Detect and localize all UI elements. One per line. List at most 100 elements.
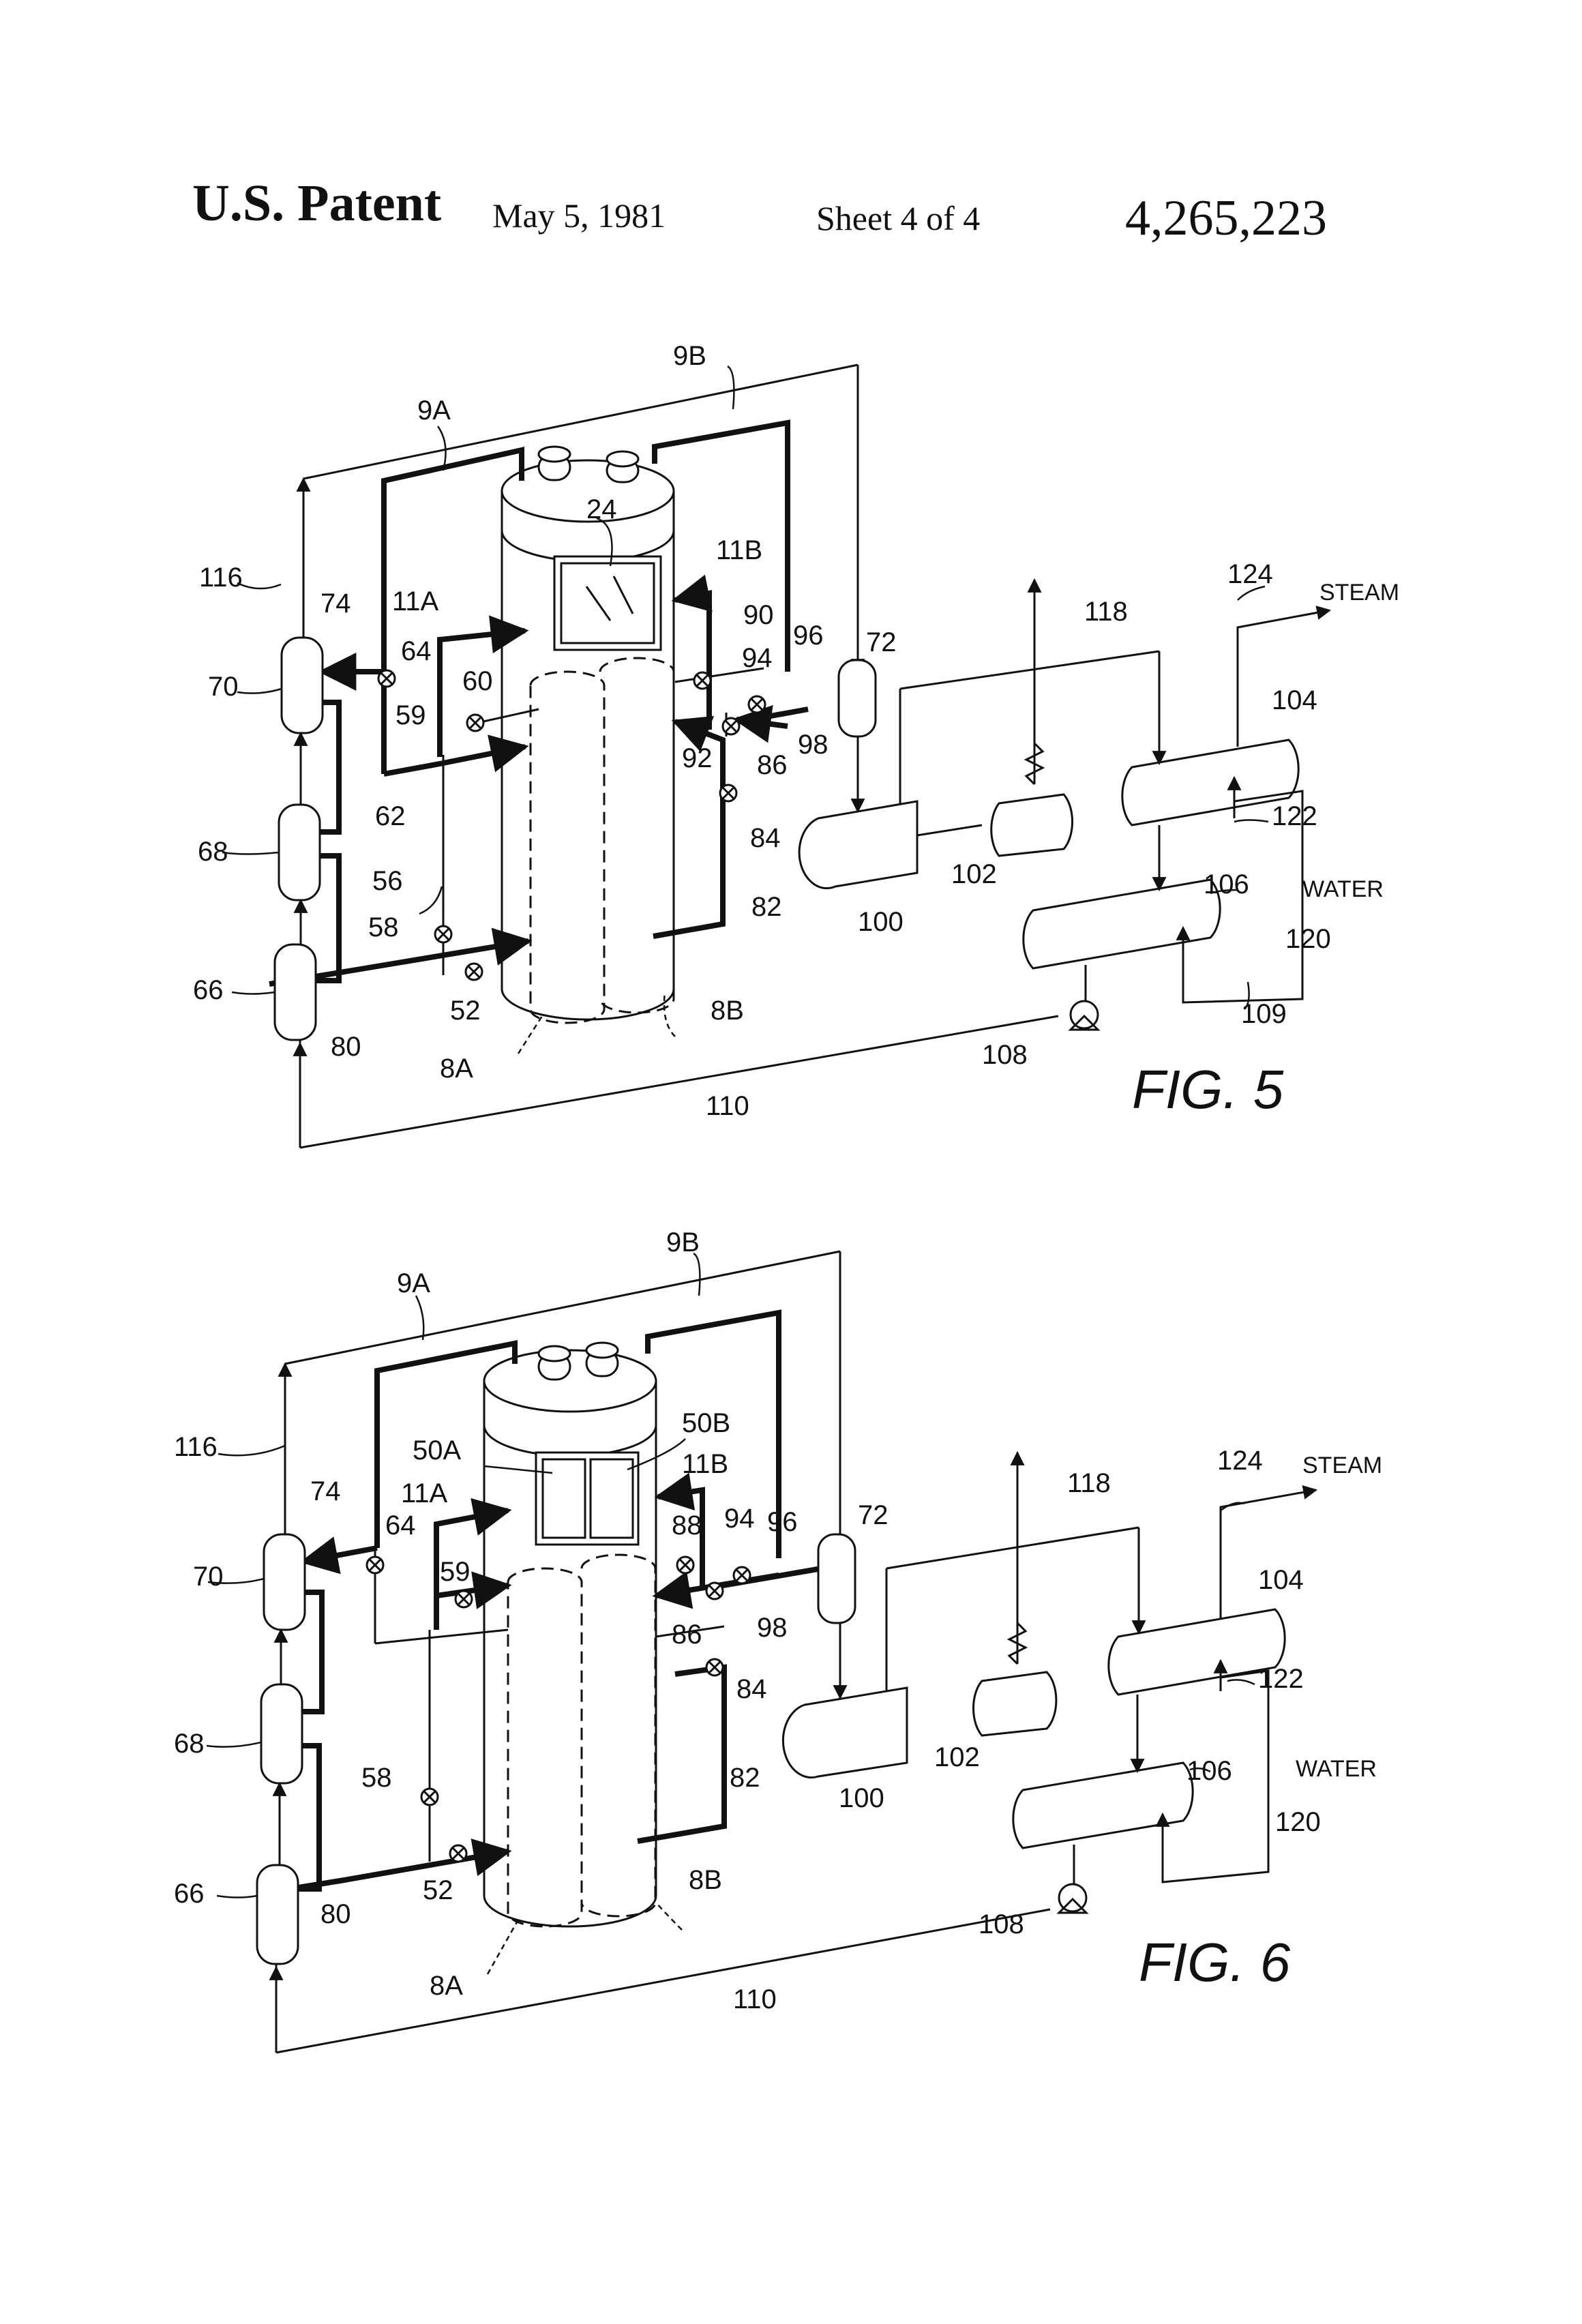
label-118: 118 — [1067, 1468, 1111, 1498]
label-108: 108 — [979, 1909, 1024, 1939]
frame-lines — [276, 1251, 1050, 2053]
label-9a: 9A — [417, 396, 451, 426]
label-74: 74 — [320, 589, 351, 619]
figure-6: 9A 9B 50A 50B 11B 11A 116 124 STEAM 74 8… — [174, 1227, 1382, 2053]
label-50a: 50A — [413, 1435, 461, 1465]
label-59: 59 — [395, 700, 426, 730]
label-88: 88 — [672, 1510, 702, 1540]
label-102: 102 — [934, 1742, 980, 1772]
label-104: 104 — [1272, 685, 1317, 715]
valve-86-icon — [706, 1583, 723, 1599]
valve-60-icon — [467, 715, 483, 731]
label-56: 56 — [372, 866, 403, 896]
valve-90-icon — [694, 672, 711, 689]
label-110: 110 — [706, 1091, 749, 1121]
valve-59-icon — [456, 1591, 472, 1607]
valve-94-icon — [749, 696, 765, 713]
main-vessel — [484, 1343, 656, 1926]
label-80: 80 — [320, 1899, 351, 1929]
label-84: 84 — [736, 1674, 767, 1704]
label-8a: 8A — [440, 1054, 473, 1084]
label-96: 96 — [793, 621, 824, 651]
label-steam: STEAM — [1302, 1452, 1382, 1478]
label-8b: 8B — [711, 996, 744, 1026]
label-82: 82 — [730, 1763, 760, 1793]
label-116: 116 — [174, 1432, 218, 1462]
label-102: 102 — [951, 859, 997, 889]
label-60: 60 — [462, 666, 493, 696]
leader-lines — [207, 1253, 1255, 1974]
label-72: 72 — [866, 627, 897, 657]
label-11a: 11A — [401, 1478, 448, 1508]
label-122: 122 — [1272, 801, 1317, 831]
fig6-title: FIG. 6 — [1139, 1932, 1291, 1993]
label-64: 64 — [401, 636, 432, 666]
label-84: 84 — [750, 823, 781, 853]
label-water: WATER — [1296, 1756, 1377, 1782]
label-68: 68 — [174, 1729, 205, 1759]
label-106: 106 — [1204, 869, 1249, 899]
label-100: 100 — [858, 907, 904, 937]
label-124: 124 — [1227, 559, 1273, 589]
label-124: 124 — [1217, 1446, 1263, 1476]
window-24 — [554, 556, 661, 650]
column-stack — [257, 1534, 322, 1964]
label-50b: 50B — [682, 1408, 730, 1438]
label-92: 92 — [682, 743, 713, 773]
label-24: 24 — [586, 494, 617, 524]
label-9a: 9A — [397, 1268, 430, 1298]
label-68: 68 — [198, 837, 228, 867]
main-vessel — [502, 447, 674, 1023]
frame-lines — [300, 365, 1058, 1148]
valve-52-icon — [450, 1845, 466, 1862]
label-9b: 9B — [673, 341, 706, 371]
label-104: 104 — [1258, 1565, 1304, 1595]
label-110: 110 — [733, 1984, 777, 2014]
valve-88-icon — [677, 1557, 693, 1573]
label-11a: 11A — [392, 586, 439, 616]
label-11b: 11B — [716, 535, 762, 565]
label-100: 100 — [839, 1783, 884, 1813]
valve-86-icon — [723, 718, 739, 734]
label-water: WATER — [1302, 876, 1384, 902]
valve-94-icon — [734, 1567, 750, 1583]
label-118: 118 — [1084, 597, 1128, 627]
label-86: 86 — [757, 750, 788, 780]
label-106: 106 — [1186, 1756, 1232, 1786]
window-50 — [536, 1452, 638, 1545]
label-109: 109 — [1241, 999, 1287, 1029]
column-stack — [275, 638, 339, 1040]
valve-58-icon — [435, 926, 451, 942]
label-8a: 8A — [430, 1971, 463, 2001]
label-86: 86 — [672, 1620, 702, 1650]
valve-84-icon — [720, 785, 736, 801]
label-58: 58 — [361, 1763, 392, 1793]
label-94: 94 — [742, 643, 773, 673]
valve-64-icon — [367, 1557, 383, 1573]
label-116: 116 — [199, 563, 243, 593]
label-94: 94 — [724, 1504, 755, 1534]
label-108: 108 — [982, 1040, 1028, 1070]
label-80: 80 — [331, 1032, 361, 1062]
label-70: 70 — [193, 1562, 224, 1592]
valve-58-icon — [421, 1789, 438, 1805]
label-98: 98 — [798, 730, 829, 760]
label-66: 66 — [174, 1879, 205, 1909]
label-59: 59 — [440, 1557, 471, 1587]
pump-108-icon — [1071, 1001, 1098, 1030]
valve-52-icon — [466, 964, 482, 980]
label-64: 64 — [385, 1510, 416, 1540]
label-52: 52 — [450, 996, 481, 1026]
label-120: 120 — [1275, 1807, 1321, 1837]
fig5-title: FIG. 5 — [1132, 1059, 1284, 1120]
label-8b: 8B — [689, 1865, 722, 1895]
label-66: 66 — [193, 975, 224, 1005]
label-52: 52 — [423, 1875, 453, 1905]
label-9b: 9B — [666, 1227, 700, 1257]
valve-64-icon — [378, 670, 395, 687]
label-74: 74 — [310, 1476, 341, 1506]
label-11b: 11B — [682, 1449, 728, 1479]
valve-84-icon — [706, 1659, 723, 1675]
